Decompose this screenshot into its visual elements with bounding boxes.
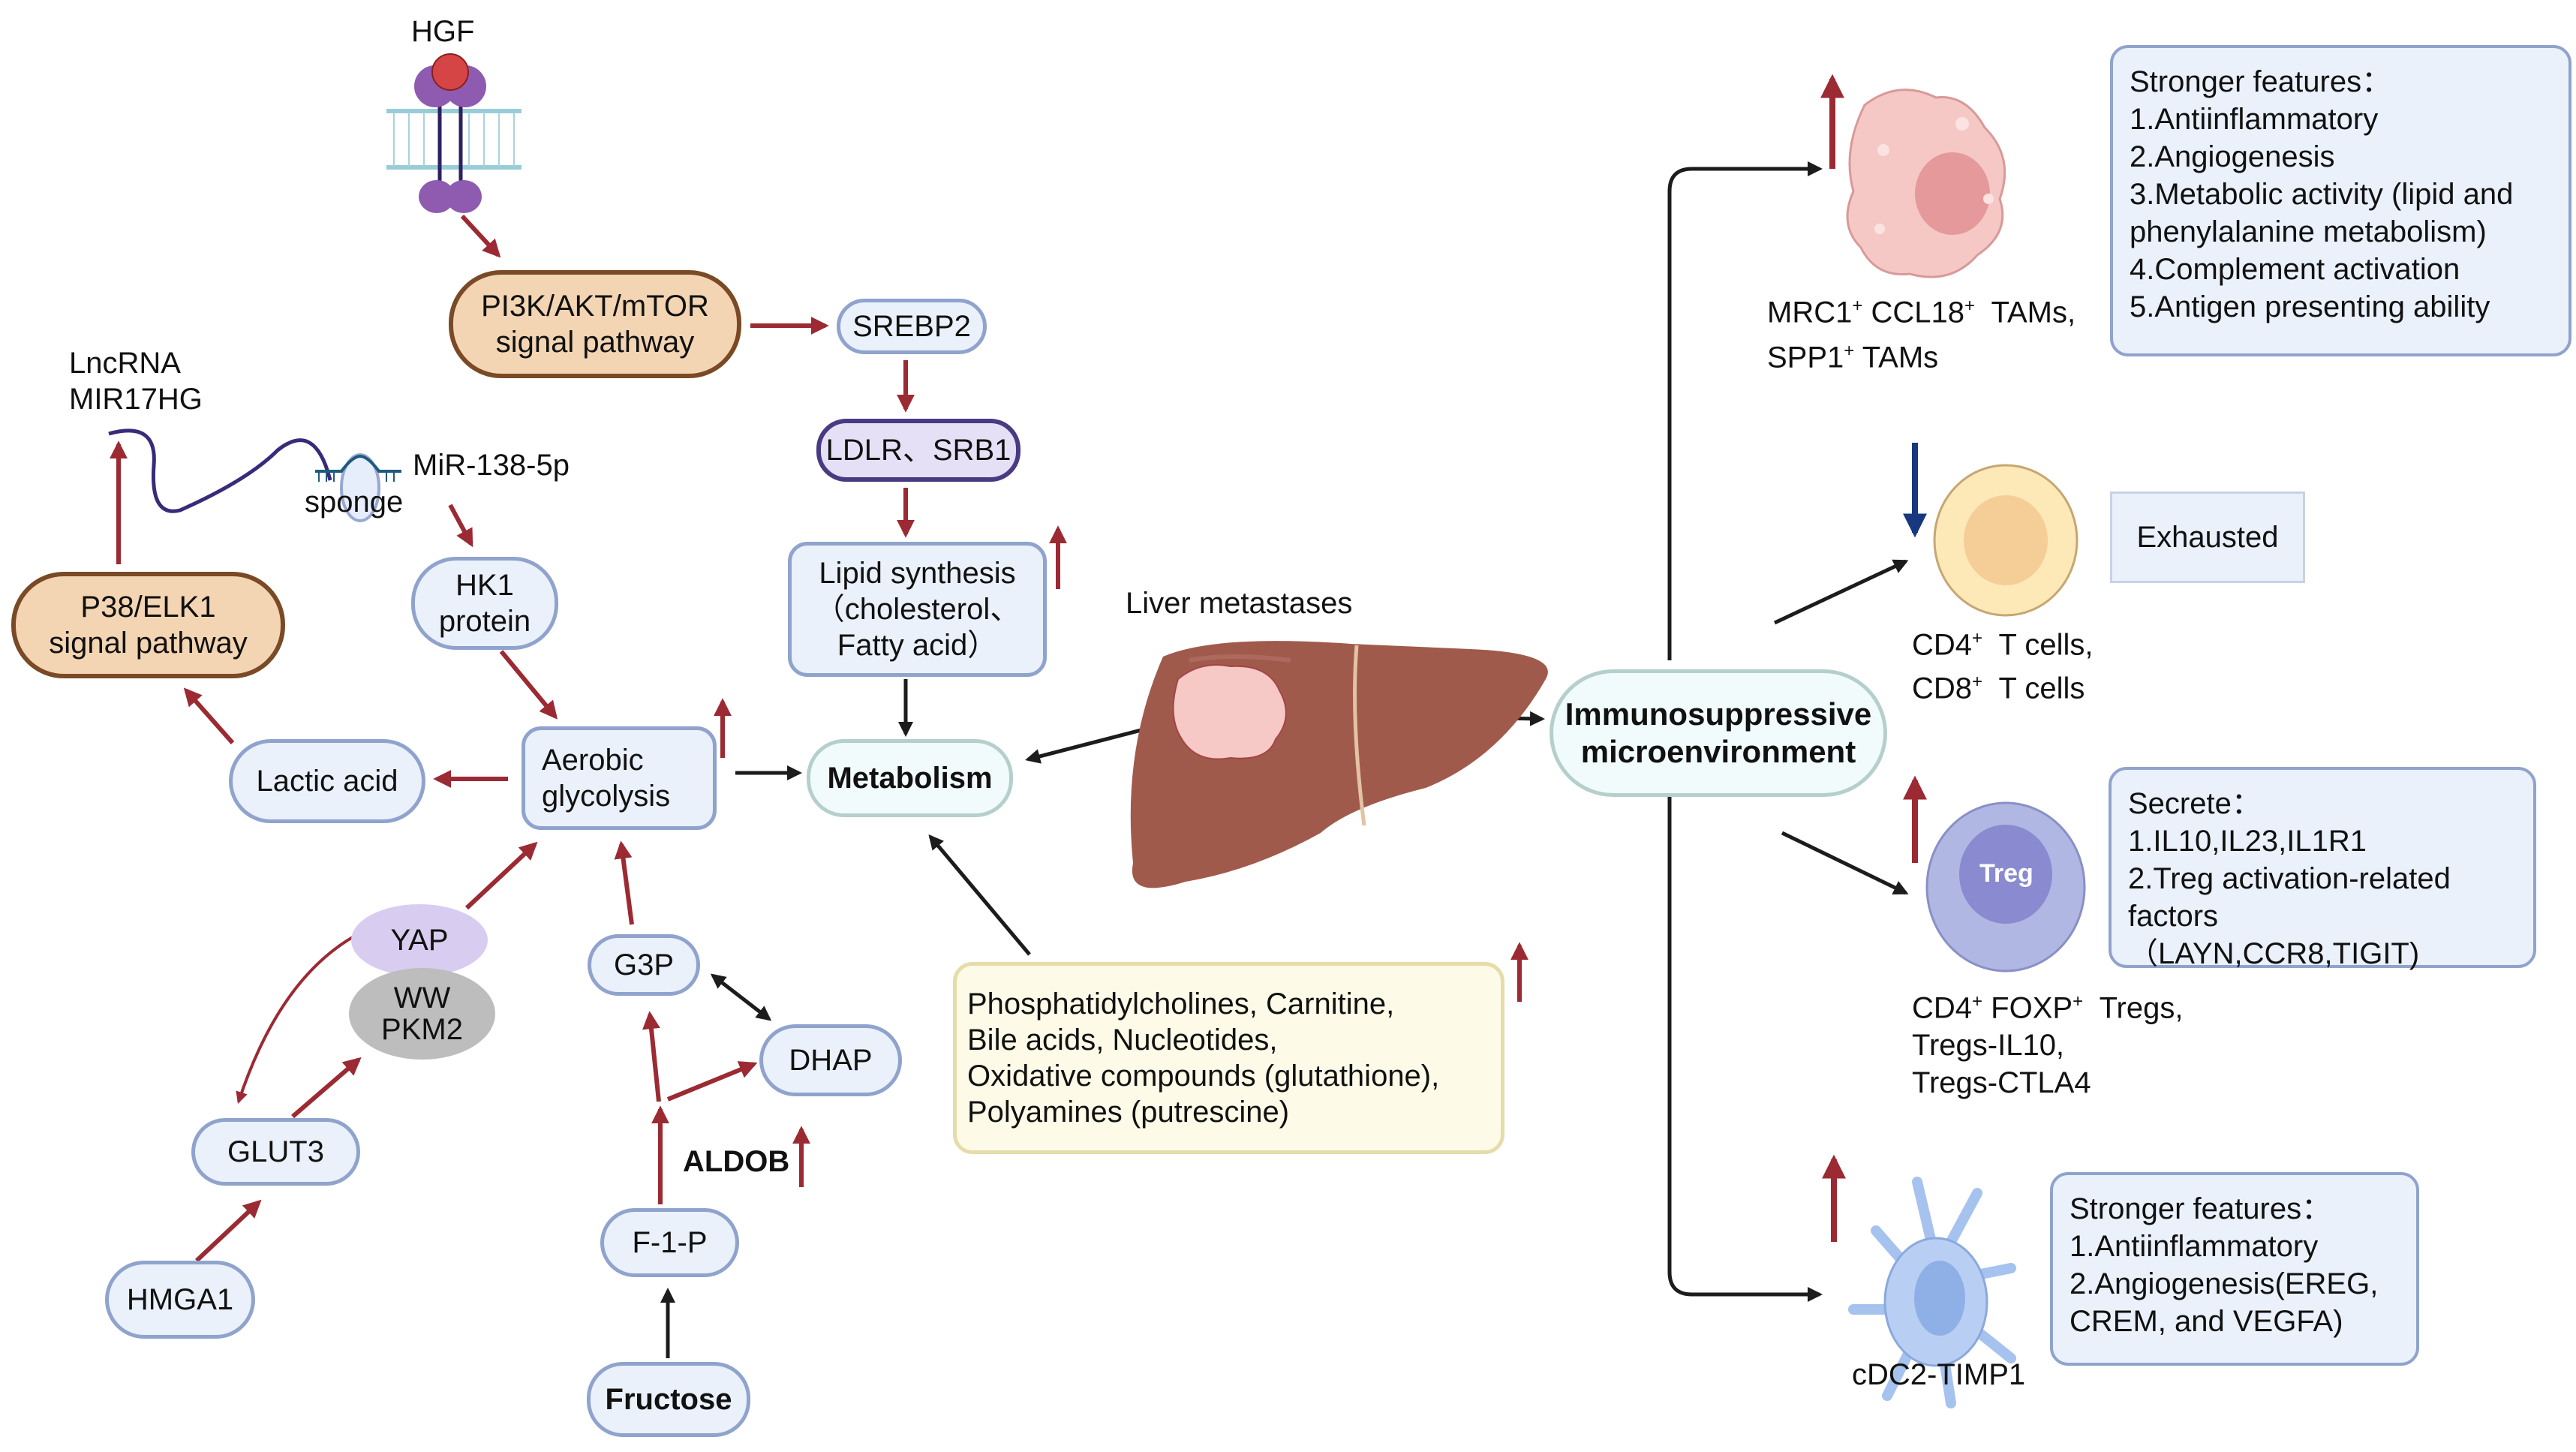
fructose-node[interactable]: Fructose xyxy=(587,1362,750,1437)
treg-label: CD4+ FOXP+ Tregs,Tregs-IL10,Tregs-CTLA4 xyxy=(1912,983,2183,1102)
cdc2-features-box: Stronger features： 1.Antiinflammatory 2.… xyxy=(2050,1172,2419,1366)
sup: + xyxy=(1852,296,1863,316)
lipid-synthesis-node[interactable]: Lipid synthesis （cholesterol、 Fatty acid… xyxy=(788,542,1047,677)
sup: + xyxy=(1972,672,1983,693)
treg-inner-label: Treg xyxy=(1979,859,2033,888)
treg-secrete-box: Secrete： 1.IL10,IL23,IL1R1 2.Treg activa… xyxy=(2109,767,2536,970)
mir-138-label: MiR-138-5p xyxy=(413,449,570,482)
treg-cell-icon xyxy=(1925,801,2086,973)
tumor-icon xyxy=(1172,664,1287,760)
srebp2-node[interactable]: SREBP2 xyxy=(837,299,987,354)
pkm2-label: PKM2 xyxy=(381,1013,463,1046)
arrow-hgf-pi3k xyxy=(460,214,501,258)
tcell-text: T cells, xyxy=(1982,628,2094,662)
immunosuppressive-node[interactable]: Immunosuppressive microenvironment xyxy=(1550,669,1887,797)
sup: + xyxy=(1844,341,1855,362)
t-cell-icon xyxy=(1933,464,2079,617)
arrow-immuno-tcell xyxy=(1773,559,1909,625)
sup: + xyxy=(2073,991,2084,1012)
dhap-node[interactable]: DHAP xyxy=(759,1024,902,1096)
arrow-hmga1-glut3 xyxy=(194,1199,262,1263)
arrow-g3p-aerobic xyxy=(614,840,634,925)
arrow-immuno-cdc2 xyxy=(1667,784,1823,1302)
arrow-liver-metabolism xyxy=(1025,724,1156,764)
exhausted-box: Exhausted xyxy=(2110,492,2305,583)
tcell-text-2: T cells xyxy=(1982,672,2085,705)
hmga1-node[interactable]: HMGA1 xyxy=(105,1261,255,1339)
arrow-metabolites-metabolism xyxy=(928,834,1031,956)
tam-label-tams: TAMs, xyxy=(1975,296,2076,329)
aerobic-glycolysis-node[interactable]: Aerobic glycolysis xyxy=(522,726,717,830)
arrow-split-g3p xyxy=(642,1011,661,1102)
treg-tregs: Tregs, xyxy=(2083,991,2184,1025)
lactic-acid-node[interactable]: Lactic acid xyxy=(229,739,425,823)
hgf-receptor-icon xyxy=(386,53,522,213)
treg-cd4: CD4 xyxy=(1912,991,1973,1025)
hk1-protein-node[interactable]: HK1 protein xyxy=(411,557,558,650)
treg-ctla4: Tregs-CTLA4 xyxy=(1912,1066,2091,1100)
treg-foxp: FOXP xyxy=(1982,991,2073,1025)
tam-label-spp1: SPP1 xyxy=(1767,341,1844,374)
ldlr-srb1-node[interactable]: LDLR、SRB1 xyxy=(816,419,1020,482)
sponge-label: sponge xyxy=(305,486,404,519)
arrow-split-dhap xyxy=(666,1061,758,1102)
arrow-immuno-treg xyxy=(1781,831,1909,895)
arrow-glut3-pkm2 xyxy=(291,1057,362,1119)
tam-features-box: Stronger features： 1.Antiinflammatory 2.… xyxy=(2110,45,2571,356)
arrow-mir-hk1 xyxy=(448,504,473,548)
f1p-node[interactable]: F-1-P xyxy=(600,1208,739,1277)
tcell-cd4: CD4 xyxy=(1912,628,1973,662)
pi3k-akt-mtor-node[interactable]: PI3K/AKT/mTOR signal pathway xyxy=(449,270,741,378)
sup: + xyxy=(1972,628,1983,648)
tam-label-mrc1: MRC1 xyxy=(1767,296,1853,329)
arrow-g3p-dhap xyxy=(710,973,772,1021)
p38-elk1-node[interactable]: P38/ELK1 signal pathway xyxy=(11,572,285,678)
tcell-label: CD4+ T cells,CD8+ T cells xyxy=(1912,620,2094,708)
treg-il10: Tregs-IL10, xyxy=(1912,1029,2065,1063)
hgf-label: HGF xyxy=(411,15,475,48)
glut3-node[interactable]: GLUT3 xyxy=(191,1118,360,1186)
dendritic-cell-icon xyxy=(1848,1177,2016,1408)
metabolism-node[interactable]: Metabolism xyxy=(807,739,1013,817)
tam-cell-icon xyxy=(1846,89,2006,278)
aldob-label: ALDOB xyxy=(683,1145,790,1178)
lncrna-label: LncRNA MIR17HG xyxy=(69,347,203,416)
tam-label: MRC1+ CCL18+ TAMs,SPP1+ TAMs xyxy=(1767,287,2076,377)
sponge-icon xyxy=(315,453,401,522)
yap-label: YAP xyxy=(390,924,449,957)
arrow-hk1-aerobic xyxy=(499,650,558,720)
arrow-lactic-p38 xyxy=(183,687,235,744)
tcell-cd8: CD8 xyxy=(1912,672,1973,705)
metabolites-box: Phosphatidylcholines, Carnitine, Bile ac… xyxy=(953,962,1504,1154)
arrow-yap-aerobic xyxy=(464,841,538,910)
arrow-immuno-tam xyxy=(1667,161,1823,660)
sup: + xyxy=(1964,296,1975,316)
liver-metastases-title: Liver metastases xyxy=(1126,587,1353,620)
lncrna-strand xyxy=(108,428,332,513)
g3p-node[interactable]: G3P xyxy=(588,934,700,996)
ww-label: WW xyxy=(393,982,451,1015)
tam-label-ccl18: CCL18 xyxy=(1862,296,1964,329)
tam-label-spp1-tams: TAMs xyxy=(1854,341,1939,374)
sup: + xyxy=(1972,991,1983,1012)
pkm2-node[interactable]: WW PKM2 xyxy=(349,968,495,1060)
yap-node[interactable]: YAP xyxy=(351,904,488,976)
cdc2-label: cDC2-TIMP1 xyxy=(1852,1358,2026,1391)
